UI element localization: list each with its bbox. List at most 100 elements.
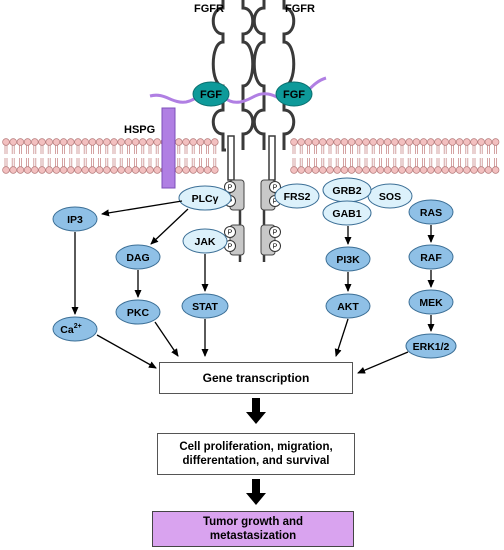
svg-text:MEK: MEK bbox=[419, 297, 443, 309]
lipid-head bbox=[448, 166, 457, 174]
lipid-head bbox=[52, 166, 61, 174]
lipid-head bbox=[153, 166, 161, 174]
lipid-head bbox=[189, 138, 197, 146]
lipid-head bbox=[484, 166, 493, 174]
svg-text:RAF: RAF bbox=[420, 252, 442, 264]
svg-text:JAK: JAK bbox=[194, 236, 215, 248]
lipid-head bbox=[45, 166, 53, 174]
lipid-head bbox=[23, 166, 32, 174]
svg-text:Ca2+: Ca2+ bbox=[60, 323, 81, 336]
node-pi3k: PI3K bbox=[325, 246, 371, 272]
flow-arrow-1 bbox=[246, 398, 266, 424]
lipid-head bbox=[203, 138, 212, 146]
node-erk: ERK1/2 bbox=[405, 333, 457, 359]
lipid-head bbox=[441, 166, 449, 174]
lipid-head bbox=[362, 166, 370, 174]
svg-text:IP3: IP3 bbox=[67, 214, 83, 226]
lipid-head bbox=[189, 166, 197, 174]
tumor-line2: metastasization bbox=[209, 530, 297, 542]
lipid-head bbox=[484, 138, 493, 146]
node-jak: JAK bbox=[182, 228, 228, 254]
lipid-head bbox=[412, 166, 421, 174]
svg-text:FRS2: FRS2 bbox=[284, 191, 311, 203]
svg-text:AKT: AKT bbox=[337, 301, 359, 313]
lipid-head bbox=[326, 166, 334, 174]
svg-text:GRB2: GRB2 bbox=[332, 185, 361, 197]
node-mek: MEK bbox=[408, 289, 454, 315]
node-grb2: GRB2 bbox=[322, 177, 372, 203]
node-pkc: PKC bbox=[115, 299, 161, 325]
pathway-arrows bbox=[71, 200, 435, 374]
fgfr-right-inner bbox=[252, 0, 266, 150]
fgfr-right-label: FGFR bbox=[285, 3, 315, 15]
lipid-head bbox=[23, 138, 32, 146]
lipid-head bbox=[38, 138, 46, 146]
lipid-head bbox=[376, 166, 385, 174]
lipid-head bbox=[124, 138, 133, 146]
arrow-pkc-gene bbox=[154, 321, 179, 357]
tumor-line1: Tumor growth and bbox=[202, 515, 304, 528]
fgfr-right-receptor bbox=[282, 0, 296, 150]
arrow-plcy-dag bbox=[150, 208, 189, 245]
fgfr-left-label: FGFR bbox=[194, 3, 224, 15]
arrow-plcy-ip3 bbox=[101, 200, 183, 217]
lipid-head bbox=[455, 166, 464, 174]
phosphate-groups: PPPPPPPP bbox=[224, 181, 281, 252]
lipid-head bbox=[211, 166, 219, 174]
fgf-right-label: FGF bbox=[283, 89, 305, 101]
lipid-head bbox=[67, 138, 75, 146]
lipid-head bbox=[405, 166, 413, 174]
node-raf: RAF bbox=[408, 244, 454, 270]
lipid-head bbox=[211, 138, 219, 146]
fgfr-left-receptor bbox=[211, 0, 226, 152]
phosphate-label: P bbox=[228, 185, 233, 192]
lipid-head bbox=[470, 138, 478, 146]
gene-transcription-box: Gene transcription bbox=[159, 362, 353, 394]
lipid-head bbox=[103, 138, 111, 146]
phosphate-label: P bbox=[273, 230, 278, 237]
lipid-head bbox=[182, 138, 190, 146]
lipid-head bbox=[117, 166, 125, 174]
lipid-head bbox=[405, 138, 413, 146]
lipid-head bbox=[95, 166, 104, 174]
lipid-head bbox=[81, 166, 89, 174]
lipid-head bbox=[196, 138, 205, 146]
lipid-head bbox=[434, 138, 442, 146]
arrow-ca-gene bbox=[96, 334, 157, 369]
lipid-head bbox=[31, 166, 39, 174]
arrow-erk-gene bbox=[357, 351, 409, 374]
lipid-head bbox=[419, 138, 428, 146]
lipid-head bbox=[340, 166, 349, 174]
lipid-head bbox=[463, 138, 471, 146]
cell-outcome-line2: differentation, and survival bbox=[182, 455, 330, 467]
lipid-head bbox=[319, 138, 327, 146]
phosphate-circle bbox=[269, 240, 281, 252]
lipid-head bbox=[139, 166, 147, 174]
lipid-head bbox=[477, 138, 485, 146]
fgf-right bbox=[275, 81, 313, 107]
lipid-head bbox=[463, 166, 471, 174]
gene-transcription-label: Gene transcription bbox=[202, 370, 310, 385]
node-plcy: PLCγ bbox=[178, 185, 232, 211]
lipid-head bbox=[146, 166, 154, 174]
lipid-head bbox=[59, 138, 68, 146]
lipid-head bbox=[153, 138, 161, 146]
lipid-head bbox=[455, 138, 464, 146]
lipid-head bbox=[175, 166, 183, 174]
node-dag: DAG bbox=[115, 244, 161, 270]
lipid-head bbox=[311, 166, 320, 174]
fgfr-right-transmembrane bbox=[268, 135, 276, 181]
fgfr-left-transmembrane bbox=[227, 135, 235, 181]
lipid-head bbox=[347, 166, 356, 174]
lipid-head bbox=[441, 138, 449, 146]
svg-text:RAS: RAS bbox=[420, 207, 442, 219]
svg-text:GAB1: GAB1 bbox=[332, 208, 361, 220]
lipid-head bbox=[391, 166, 399, 174]
lipid-head bbox=[355, 138, 363, 146]
phosphate-label: P bbox=[273, 244, 278, 251]
lipid-head bbox=[369, 166, 377, 174]
lipid-head bbox=[2, 138, 10, 146]
svg-text:PKC: PKC bbox=[127, 307, 150, 319]
node-ip3: IP3 bbox=[52, 206, 98, 232]
lipid-head bbox=[9, 138, 17, 146]
